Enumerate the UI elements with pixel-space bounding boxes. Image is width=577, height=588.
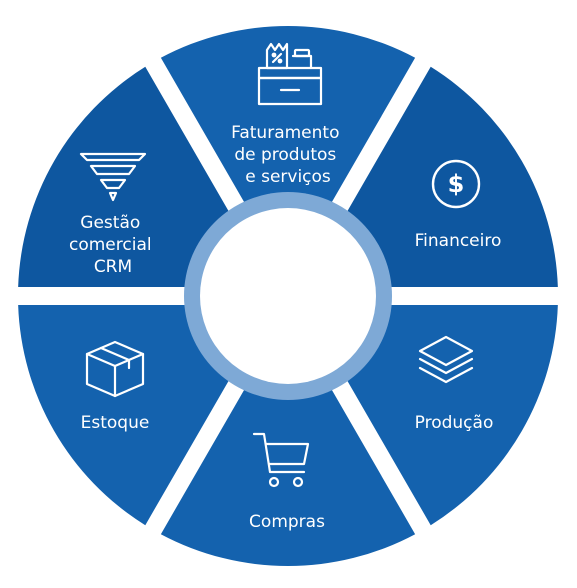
segment-compras-shape — [160, 383, 416, 566]
segment-financeiro[interactable] — [343, 66, 558, 288]
segment-faturamento-shape — [160, 26, 416, 209]
svg-text:$: $ — [448, 170, 465, 198]
center-hole — [200, 208, 376, 384]
segment-producao-shape — [343, 304, 558, 526]
dollar-coin-icon: $ — [431, 159, 481, 209]
shopping-cart-icon — [252, 432, 310, 488]
segment-compras-label: Compras — [249, 512, 325, 532]
segment-producao-label: Produção — [415, 413, 494, 433]
segment-estoque-shape — [18, 304, 233, 526]
layers-stack-icon — [418, 335, 474, 384]
segment-compras[interactable] — [160, 383, 416, 566]
segment-financeiro-label: Financeiro — [415, 231, 502, 251]
segment-faturamento[interactable] — [160, 26, 416, 209]
segment-gestao-label: Gestão comercial CRM — [69, 213, 157, 277]
box-icon — [85, 340, 145, 398]
segment-gestao-shape — [18, 66, 233, 288]
segment-gestao[interactable] — [18, 66, 233, 288]
segment-estoque-label: Estoque — [81, 413, 150, 433]
segment-estoque[interactable] — [18, 304, 233, 526]
segment-faturamento-label: Faturamento de produtos e serviços — [231, 123, 345, 187]
segment-producao[interactable] — [343, 304, 558, 526]
segment-financeiro-shape — [343, 66, 558, 288]
funnel-icon — [79, 152, 147, 202]
cash-register-icon — [257, 42, 323, 106]
